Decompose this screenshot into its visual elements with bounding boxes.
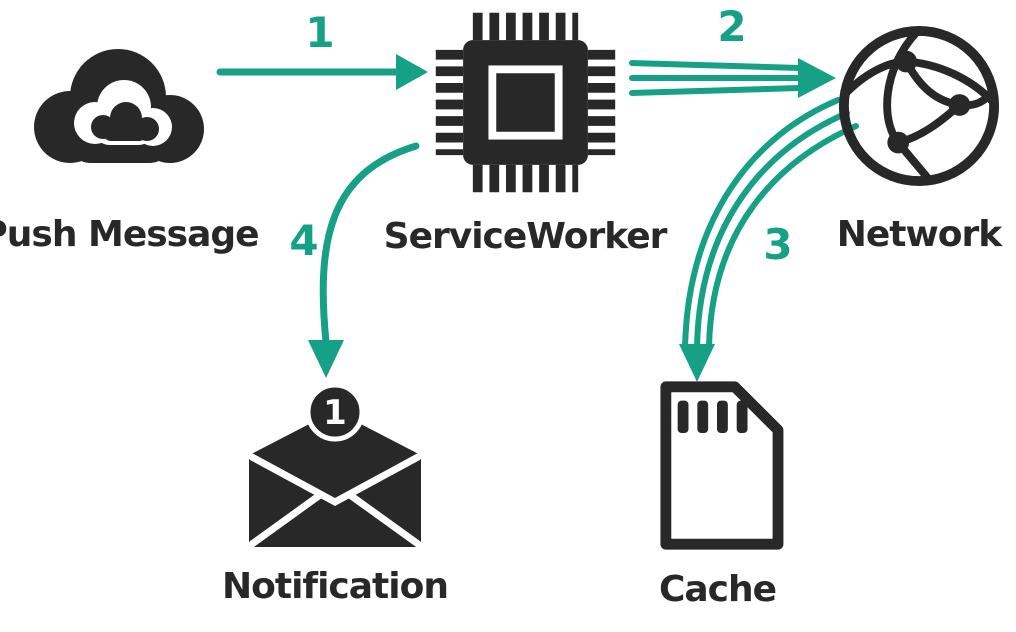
step-1-label: 1 <box>305 8 335 57</box>
cache-label: Cache <box>658 569 777 610</box>
globe-icon <box>838 25 1000 187</box>
push-message-label: Push Message <box>0 214 260 255</box>
node-notification: 1 Notification <box>215 382 455 607</box>
step-4-label: 4 <box>289 216 319 265</box>
node-service-worker: ServiceWorker <box>383 5 668 257</box>
notification-badge-count: 1 <box>323 393 347 433</box>
service-worker-label: ServiceWorker <box>383 216 668 257</box>
sd-card-icon <box>659 381 783 550</box>
step-2-label: 2 <box>717 2 747 51</box>
notification-label: Notification <box>222 566 449 607</box>
network-label: Network <box>836 214 1002 255</box>
node-push-message: Push Message <box>0 30 260 255</box>
notification-badge: 1 <box>305 382 365 442</box>
envelope-icon: 1 <box>248 382 422 548</box>
node-network: Network <box>822 22 1016 255</box>
node-cache: Cache <box>635 375 800 610</box>
step-3-label: 3 <box>763 220 793 269</box>
cloud-icon <box>34 49 204 163</box>
chip-icon <box>435 12 615 193</box>
